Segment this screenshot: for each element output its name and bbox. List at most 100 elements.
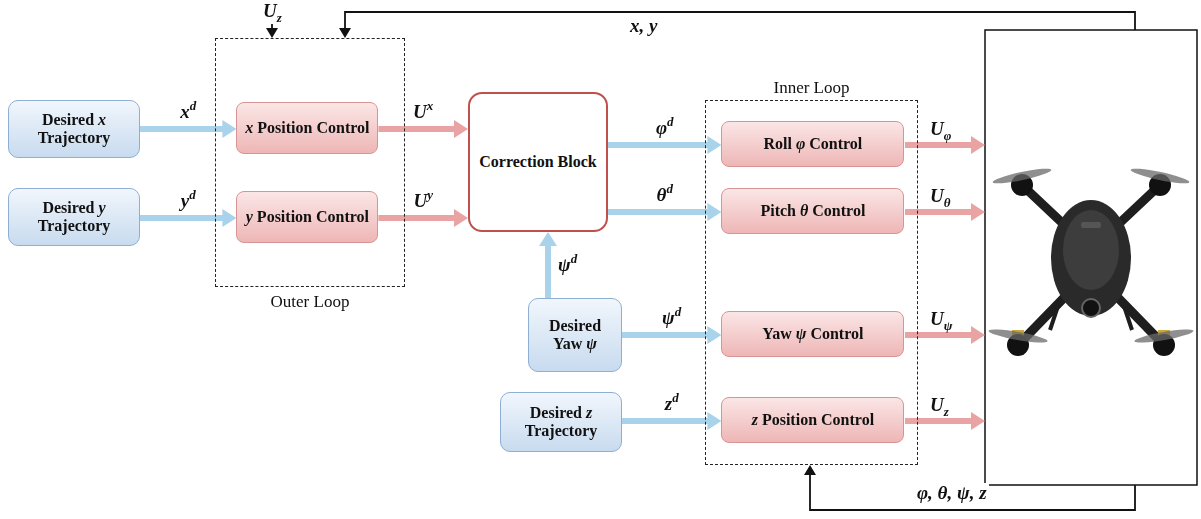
- signal-label: Uy: [411, 191, 435, 212]
- feedback-line: [345, 12, 1135, 30]
- signal-label: θd: [655, 185, 675, 206]
- feedback-arrowhead: [804, 465, 816, 475]
- feedback-label: x, y: [628, 16, 659, 37]
- subscript: z: [277, 10, 282, 25]
- arrowhead: [222, 209, 236, 227]
- connector-line: [140, 215, 223, 221]
- output-arrowheads: [971, 136, 985, 430]
- arrowhead: [707, 136, 721, 154]
- node-label: Yaw ψ Control: [762, 325, 863, 343]
- superscript: d: [672, 390, 679, 405]
- variable-symbol: y: [246, 208, 253, 225]
- arrowhead: [707, 326, 721, 344]
- trajectory-box: Desired x Trajectory: [8, 100, 140, 158]
- superscript: d: [666, 181, 673, 196]
- variable-symbol: φ: [796, 135, 805, 152]
- connector-line: [622, 418, 708, 424]
- variable-symbol: z: [752, 411, 758, 428]
- symbol-base: θ: [657, 184, 667, 205]
- controller-box: x Position Control: [236, 102, 378, 154]
- superscript: y: [427, 187, 433, 202]
- feedback-line: [810, 474, 1135, 510]
- symbol-base: φ: [656, 117, 667, 138]
- loop-region: Outer Loopx Position Controly Position C…: [215, 38, 405, 287]
- controller-box: z Position Control: [721, 397, 904, 443]
- superscript: d: [190, 98, 197, 113]
- symbol-base: ψ: [558, 254, 571, 275]
- trajectory-box: Desired y Trajectory: [8, 188, 140, 246]
- variable-symbol: x: [98, 111, 106, 128]
- variable-symbol: z: [586, 404, 592, 421]
- arrowhead: [454, 120, 468, 138]
- signal-arrow: [539, 232, 557, 298]
- symbol-base: x: [180, 101, 190, 122]
- symbol-base: ψ: [662, 307, 675, 328]
- output-arrows: [905, 145, 972, 421]
- arrowhead: [539, 232, 557, 246]
- signal-label: Uψ: [928, 309, 954, 330]
- signal-label: Uφ: [928, 119, 953, 140]
- symbol-base: U: [263, 0, 277, 21]
- variable-symbol: θ: [800, 202, 808, 219]
- arrowhead: [222, 120, 236, 138]
- signal-label: φd: [654, 118, 676, 139]
- controller-box: Roll φ Control: [721, 121, 904, 167]
- arrowhead: [454, 209, 468, 227]
- variable-symbol: y: [99, 199, 106, 216]
- correction-box: Correction Block: [468, 92, 608, 232]
- signal-label: Ux: [411, 102, 435, 123]
- quadcopter-drone: [988, 166, 1194, 356]
- node-label: Desired y Trajectory: [15, 199, 133, 236]
- arrowhead: [707, 412, 721, 430]
- connector-line: [378, 126, 455, 132]
- subscript: φ: [944, 128, 952, 143]
- reference-box: Desired Yaw ψ: [528, 298, 622, 372]
- symbol-base: U: [413, 190, 427, 211]
- input-arrowhead: [266, 28, 278, 38]
- feedback-arrowhead: [339, 28, 351, 38]
- symbol-base: z: [665, 393, 672, 414]
- signal-label: ψd: [660, 308, 683, 329]
- loop-label: Inner Loop: [666, 78, 957, 98]
- feedback-label: φ, θ, ψ, z: [915, 483, 989, 504]
- subscript: θ: [944, 195, 951, 210]
- arrowhead: [707, 203, 721, 221]
- subscript: ψ: [944, 318, 953, 333]
- controller-box: y Position Control: [236, 191, 378, 243]
- node-label: Roll φ Control: [763, 135, 862, 153]
- symbol-base: U: [930, 308, 944, 329]
- signal-label: zd: [663, 394, 681, 415]
- node-label: Pitch θ Control: [760, 202, 865, 220]
- loop-label: Outer Loop: [176, 292, 444, 312]
- superscript: d: [675, 304, 682, 319]
- node-label: Desired x Trajectory: [15, 111, 133, 148]
- signal-label: xd: [178, 102, 198, 123]
- symbol-base: U: [930, 185, 944, 206]
- connector-line: [545, 245, 551, 298]
- connector-line: [378, 215, 455, 221]
- superscript: d: [571, 251, 578, 266]
- variable-symbol: x: [245, 119, 253, 136]
- superscript: x: [427, 98, 434, 113]
- variable-symbol: ψ: [796, 325, 807, 342]
- node-label: Desired z Trajectory: [507, 404, 615, 441]
- subscript: z: [944, 404, 949, 419]
- connector-line: [608, 209, 708, 215]
- connector-line: [622, 332, 708, 338]
- superscript: d: [667, 114, 674, 129]
- node-label: x Position Control: [245, 119, 369, 137]
- superscript: d: [189, 187, 196, 202]
- signal-label: Uz: [261, 1, 284, 22]
- signal-label: Uθ: [928, 186, 952, 207]
- symbol-base: U: [930, 118, 944, 139]
- node-label: Desired Yaw ψ: [535, 317, 615, 354]
- plant-box: [985, 30, 1197, 485]
- symbol-base: U: [413, 101, 427, 122]
- node-label: y Position Control: [246, 208, 369, 226]
- controller-box: Pitch θ Control: [721, 188, 904, 234]
- connector-line: [140, 126, 223, 132]
- controller-box: Yaw ψ Control: [721, 311, 904, 357]
- node-label: z Position Control: [752, 411, 874, 429]
- loop-region: Inner LoopRoll φ ControlPitch θ ControlY…: [705, 100, 918, 465]
